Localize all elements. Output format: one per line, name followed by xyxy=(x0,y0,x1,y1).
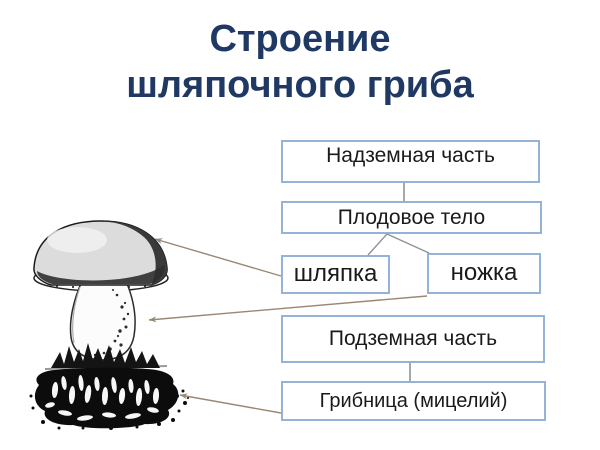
grass-drawing xyxy=(44,343,168,370)
box-above-ground-part: Надземная часть xyxy=(281,140,540,183)
box-stalk: ножка xyxy=(427,253,541,294)
box-stalk-label: ножка xyxy=(450,259,518,287)
mushroom-cap-drawing xyxy=(33,220,168,286)
box-fruiting-body: Плодовое тело xyxy=(281,201,542,234)
page-title: Строение шляпочного гриба xyxy=(0,16,600,108)
mushroom-stem-drawing xyxy=(69,280,136,361)
box-underground-part: Подземная часть xyxy=(281,315,545,363)
box-cap-label: шляпка xyxy=(293,260,378,288)
box-mycelium: Грибница (мицелий) xyxy=(281,381,546,421)
pointer-line-mycelium xyxy=(179,393,282,414)
page-title-line-1: Строение xyxy=(209,18,391,60)
box-mycelium-label: Грибница (мицелий) xyxy=(319,390,508,412)
mushroom-illustration xyxy=(29,220,189,430)
box-fruiting-body-label: Плодовое тело xyxy=(337,205,486,229)
box-above-ground-part-label: Надземная часть xyxy=(326,144,495,167)
box-cap: шляпка xyxy=(281,255,390,294)
page-title-line-2: шляпочного гриба xyxy=(126,64,474,106)
pointer-line-cap xyxy=(154,238,282,277)
mushroom-cap-underside-drawing xyxy=(33,264,169,292)
connector-fruiting-to-cap xyxy=(367,233,388,256)
mycelium-drawing xyxy=(29,367,189,430)
box-underground-part-label: Подземная часть xyxy=(328,327,498,351)
connector-fruiting-to-stalk xyxy=(386,233,430,254)
